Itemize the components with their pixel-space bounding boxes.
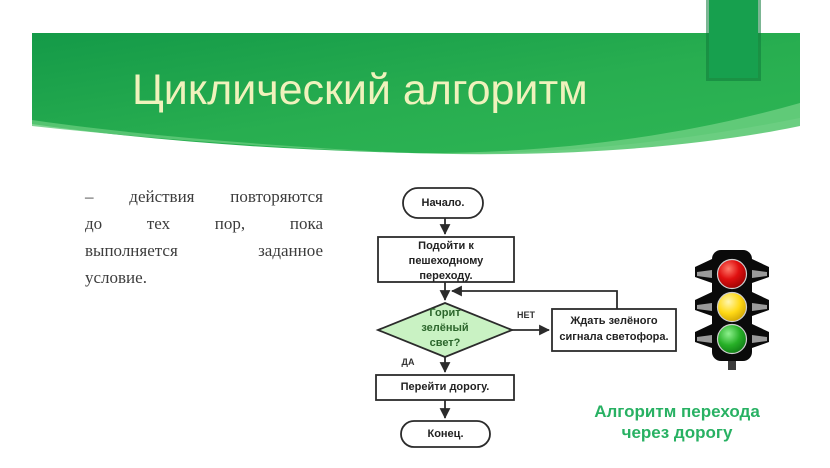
- flowchart-approach-node: [377, 236, 515, 283]
- flowchart-wait-label: Ждать зелёного сигнала светофора.: [559, 315, 669, 343]
- flowchart-decision-label: Горит зелёный свет?: [421, 307, 469, 349]
- flowchart-no-branch-label: НЕТ: [517, 310, 535, 320]
- traffic-light-visors: [695, 259, 769, 348]
- header-banner: [32, 0, 800, 155]
- traffic-light-image: [695, 250, 769, 370]
- caption-text: Алгоритм перехода через дорогу: [594, 402, 760, 442]
- flowchart-start-node: [402, 187, 484, 219]
- yellow-light: [716, 291, 748, 323]
- green-light: [716, 323, 748, 355]
- banner-shape: [32, 33, 800, 154]
- banner-swoosh: [408, 103, 800, 155]
- banner-tab: [709, 0, 758, 78]
- flowchart-start-label: Начало.: [421, 197, 465, 209]
- slide-title: Циклический алгоритм: [132, 66, 588, 114]
- flowchart-yes-branch-label: ДА: [401, 357, 415, 367]
- flowchart-decision-diamond: [375, 302, 515, 358]
- flowchart-approach-label: Подойти к пешеходному переходу.: [408, 240, 484, 282]
- body-line: условие.: [85, 268, 147, 287]
- flowchart-end-node: [400, 420, 491, 448]
- flowchart-loop-arrow: [451, 285, 618, 309]
- body-line: выполняется заданное: [85, 241, 323, 260]
- body-paragraph: – действия повторяются до тех пор, пока …: [85, 183, 323, 291]
- flowchart-shapes: [375, 187, 677, 448]
- body-line: – действия повторяются: [85, 187, 323, 206]
- flowchart-cross-label: Перейти дорогу.: [400, 381, 490, 393]
- red-light: [716, 258, 748, 290]
- traffic-light-pole: [728, 359, 736, 370]
- flowchart: Начало. Подойти к пешеходному переходу. …: [360, 180, 690, 468]
- body-line: до тех пор, пока: [85, 214, 323, 233]
- flowchart-cross-node: [375, 374, 515, 401]
- flowchart-wait-node: [551, 308, 677, 352]
- flowchart-end-label: Конец.: [427, 428, 464, 440]
